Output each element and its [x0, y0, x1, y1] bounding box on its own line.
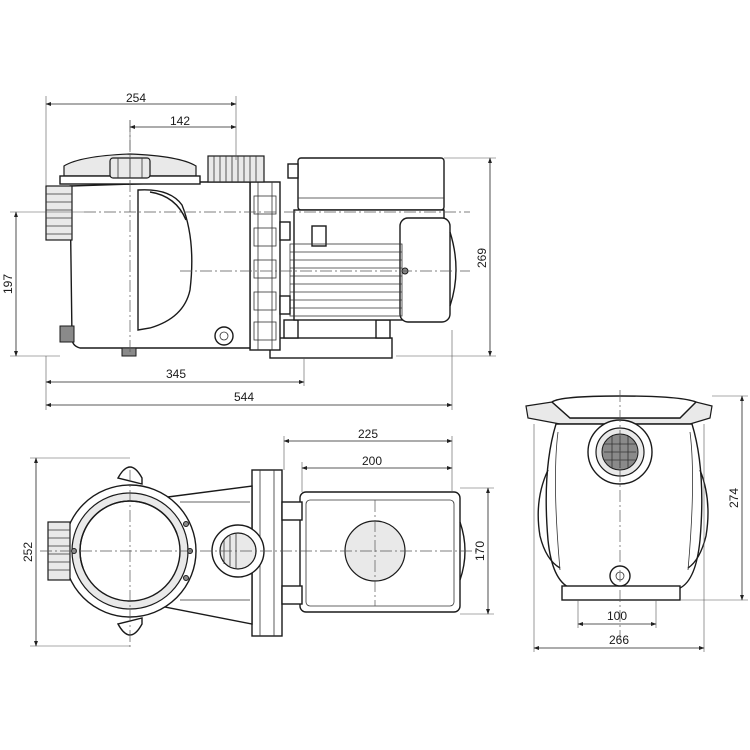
- base-front: [561, 585, 681, 601]
- dimension-266: 266: [609, 633, 629, 647]
- dimension-269: 269: [475, 248, 489, 268]
- outlet-port: [207, 155, 265, 183]
- dimension-197: 197: [1, 274, 15, 294]
- pump-flange: [249, 181, 281, 351]
- motor-terminal-box: [297, 157, 445, 211]
- inlet-port: [45, 185, 73, 241]
- drain-valve: [214, 326, 234, 346]
- dimension-200: 200: [362, 454, 382, 468]
- drain-plug: [59, 325, 75, 343]
- dimension-345: 345: [166, 367, 186, 381]
- dimension-252: 252: [21, 542, 35, 562]
- motor-fan-cover: [399, 217, 451, 323]
- dimension-labels: 254 142 197 269 345 544 225 200 252 170 …: [1, 91, 741, 647]
- dimension-142: 142: [170, 114, 190, 128]
- dimension-274: 274: [727, 488, 741, 508]
- dimension-100: 100: [607, 609, 627, 623]
- pump-housing: [69, 181, 251, 349]
- dimension-170: 170: [473, 541, 487, 561]
- motor-cooling-fins: [289, 243, 403, 317]
- dimension-lines: [10, 96, 748, 652]
- side-view: [45, 120, 470, 359]
- dimension-544: 544: [234, 390, 254, 404]
- dimension-225: 225: [358, 427, 378, 441]
- top-view: [40, 466, 480, 650]
- front-view: [525, 390, 713, 640]
- dimension-254: 254: [126, 91, 146, 105]
- motor-base-plate: [269, 337, 393, 359]
